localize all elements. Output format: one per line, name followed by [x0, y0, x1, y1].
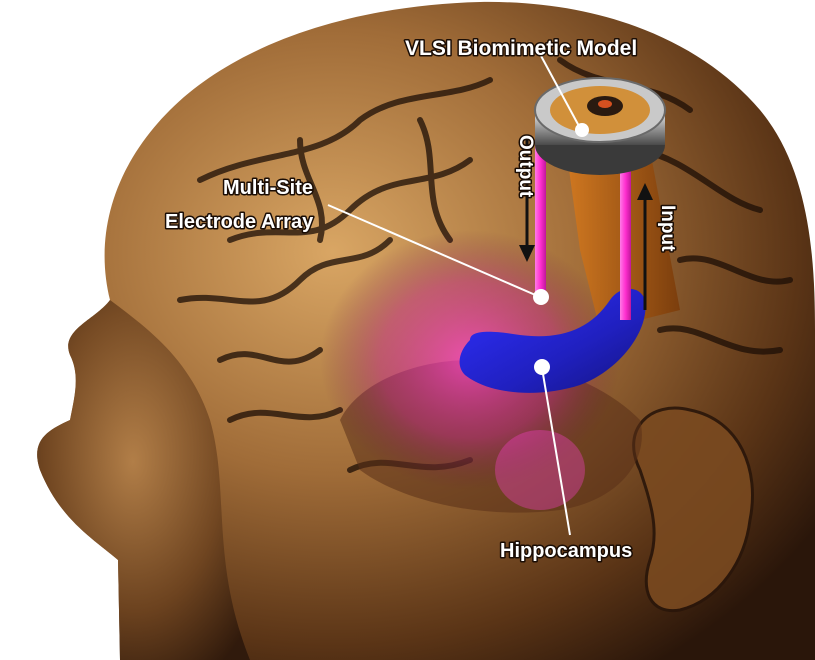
svg-text:Electrode Array: Electrode Array	[165, 211, 314, 233]
input-label: Input Input	[657, 205, 678, 252]
hippocampus-label: Hippocampus Hippocampus	[500, 540, 632, 562]
device-pointer-dot	[575, 123, 589, 137]
hippocampus-pointer-dot	[534, 359, 550, 375]
input-signal-shaft	[620, 170, 631, 320]
svg-text:VLSI Biomimetic Model: VLSI Biomimetic Model	[405, 37, 637, 60]
vlsi-device	[535, 78, 665, 175]
electrode-pointer-dot	[533, 289, 549, 305]
pink-glow-lower	[495, 430, 585, 510]
svg-text:Multi-Site: Multi-Site	[223, 177, 313, 199]
svg-text:Input: Input	[657, 205, 678, 252]
device-label: VLSI Biomimetic Model VLSI Biomimetic Mo…	[405, 37, 637, 60]
svg-text:Hippocampus: Hippocampus	[500, 540, 632, 562]
svg-text:Output: Output	[515, 135, 536, 198]
output-label: Output Output	[515, 135, 536, 198]
